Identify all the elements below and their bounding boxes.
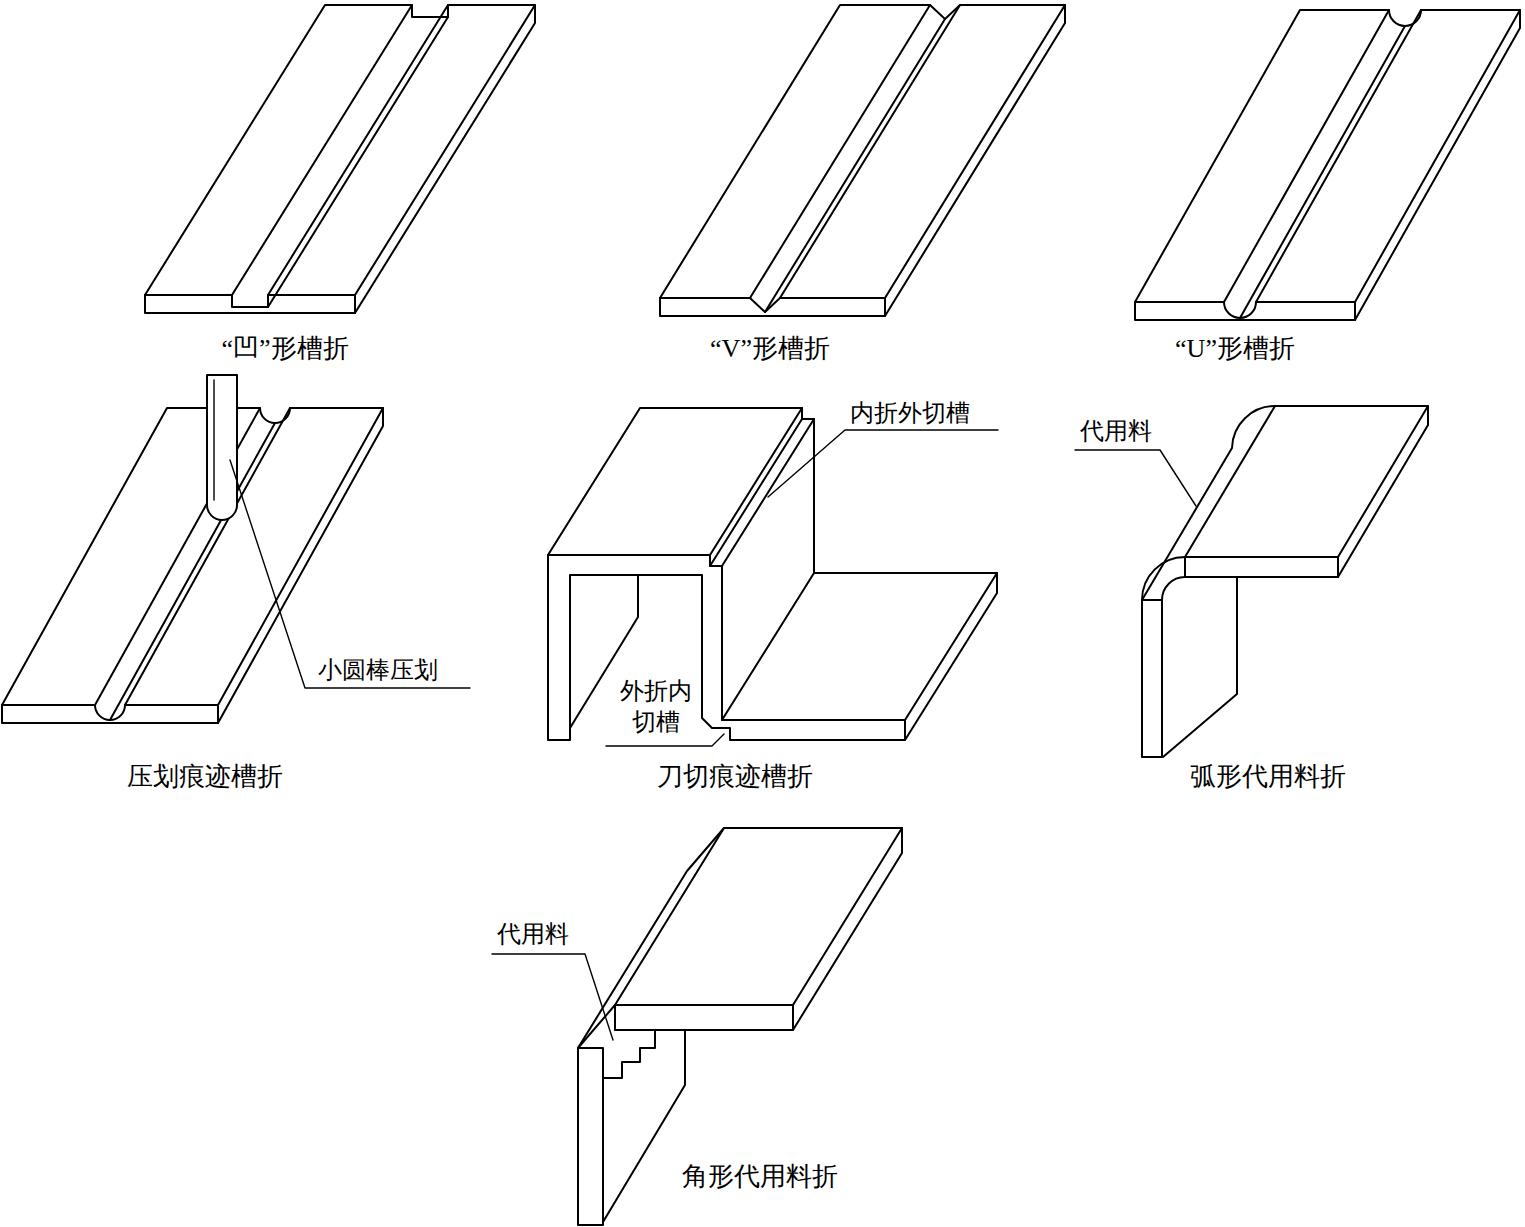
part-edge [793,828,902,1030]
callout-label: 代用料 [1080,416,1152,447]
plate-edge [1135,10,1520,302]
callout-label: 小圆棒压划 [318,655,438,686]
groove-line [750,5,960,312]
u-groove-plate [1135,10,1520,320]
part-edge [1142,406,1428,600]
knife-cut-part [548,408,998,746]
round-rod [207,375,237,520]
plate-edge [1355,10,1520,320]
angle-substitute-part [492,828,902,1225]
plate-edge [145,295,355,307]
v-groove-plate [660,5,1065,316]
square-groove-plate [145,5,535,313]
leader-line [230,460,470,688]
groove-line [95,408,290,720]
figure-caption: “凹”形槽折 [221,332,348,366]
callout-label: 内折外切槽 [850,398,970,429]
plate-edge [145,5,535,295]
profile [1142,557,1338,757]
groove-line [1224,10,1421,318]
part-edge [905,573,997,740]
figure-caption: “U”形槽折 [1175,332,1295,366]
callout-label: 代用料 [497,919,569,950]
leader-line [606,734,724,746]
leader-line [1075,450,1196,506]
part-edge [710,408,814,566]
arc-substitute-part [1075,406,1428,757]
profile [578,1005,655,1078]
callout-label: 外折内 切槽 [608,676,704,738]
part-edge [615,828,902,1030]
figure-caption: 压划痕迹槽折 [127,760,283,794]
plate-edge [2,705,218,720]
part-edge [1338,406,1428,577]
pressed-groove-plate [2,375,470,723]
plate-edge [885,5,1065,316]
leader-line [768,430,998,497]
figure-caption: “V”形槽折 [710,332,830,366]
part-edge [578,828,724,1048]
part-edge [603,1030,685,1222]
plate-edge [145,295,355,313]
part-edge [1185,406,1275,557]
figure-caption: 刀切痕迹槽折 [657,760,813,794]
figure-caption: 角形代用料折 [682,1160,838,1194]
plate-edge [355,5,535,313]
figure-caption: 弧形代用料折 [1190,760,1346,794]
part-edge [722,419,997,720]
leader-line [492,954,613,1040]
part-edge [570,575,638,728]
groove-line [232,5,448,307]
part-edge [578,1048,603,1225]
rod-line [213,380,214,500]
part-edge [1163,578,1237,757]
